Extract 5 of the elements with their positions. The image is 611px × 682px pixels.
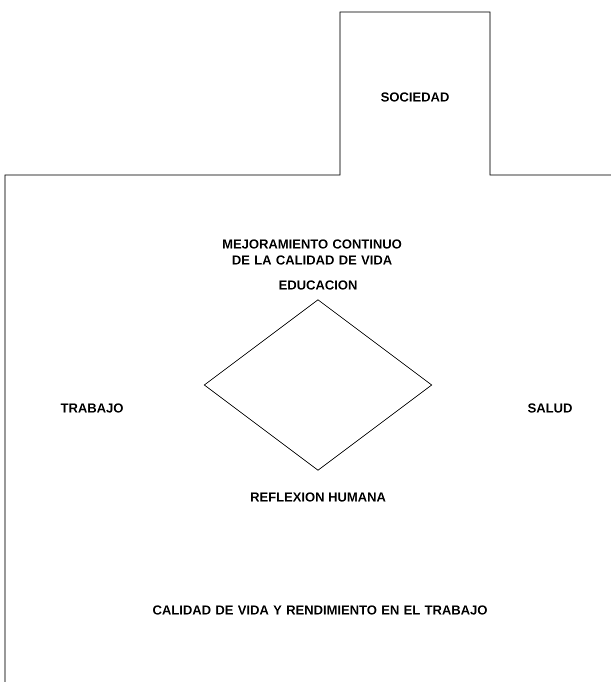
- corner-label: EDUCACION: [280, 280, 356, 290]
- corner-label: REFLEXION HUMANA: [250, 492, 386, 502]
- side-label: SALUD: [528, 403, 572, 413]
- diamond: [204, 299, 432, 471]
- side-label: TRABAJO: [60, 403, 123, 413]
